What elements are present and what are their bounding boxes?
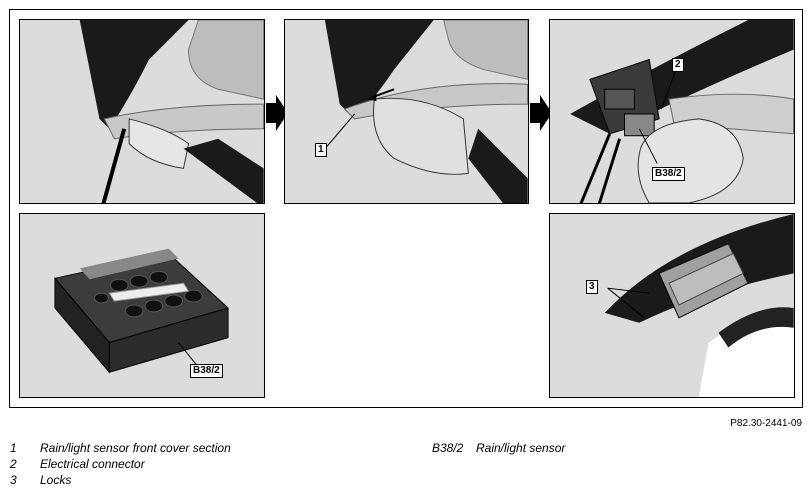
panel-step-3: 2 B38/2 [549,19,795,204]
callout-sensor-top: B38/2 [652,167,685,181]
step-1-illustration [20,20,264,203]
panel-locks-detail: 3 [549,213,795,398]
sensor-illustration [20,214,264,397]
figure-id: P82.30-2441-09 [730,418,802,429]
panel-sensor-detail: B38/2 [19,213,265,398]
callout-1: 1 [315,143,327,157]
step-2-illustration [285,20,528,203]
panel-step-1 [19,19,265,204]
step-arrow-1 [266,95,288,131]
figure-frame: 1 2 B38/2 [9,9,803,408]
callout-2: 2 [672,58,684,72]
callout-3: 3 [586,280,598,294]
locks-illustration [550,214,794,397]
panel-step-2: 1 [284,19,529,204]
callout-sensor-bottom: B38/2 [190,364,223,378]
step-arrow-2 [530,95,552,131]
